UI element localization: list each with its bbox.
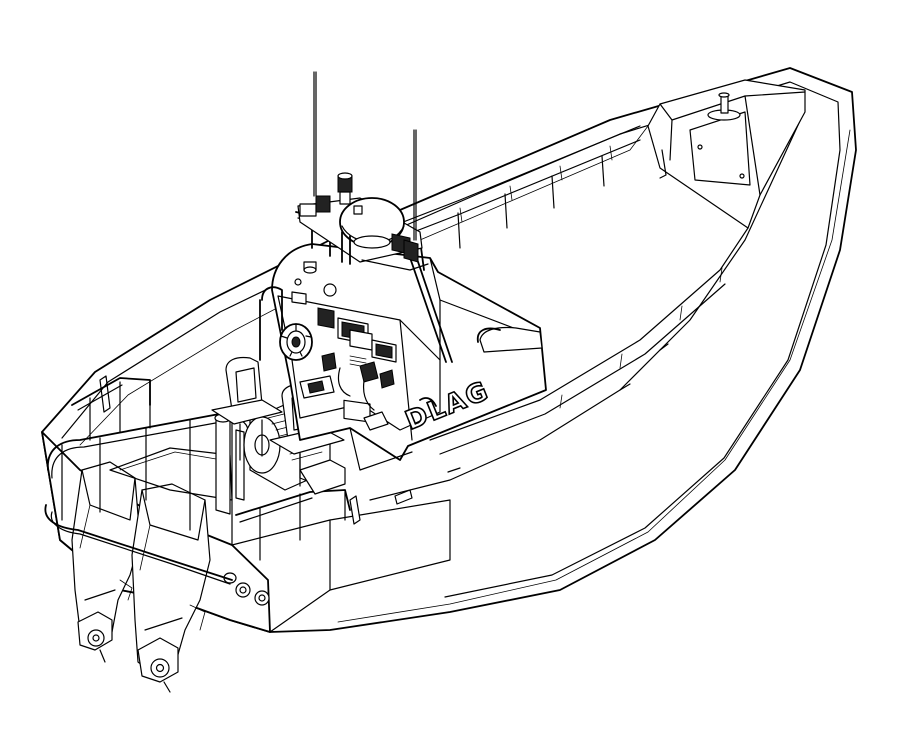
bow-locker — [647, 79, 806, 229]
outboard-motor-starboard — [119, 483, 211, 693]
forward-console-seat — [476, 326, 543, 353]
radar-arch — [295, 71, 453, 363]
deck-fittings — [99, 343, 669, 525]
starboard-bulwark — [429, 227, 749, 455]
helm-seat-port — [211, 356, 283, 461]
outboard-motor-port — [71, 461, 141, 663]
steering-wheel — [279, 323, 313, 361]
console: DLAG — [259, 243, 547, 471]
aft-well — [109, 413, 245, 515]
